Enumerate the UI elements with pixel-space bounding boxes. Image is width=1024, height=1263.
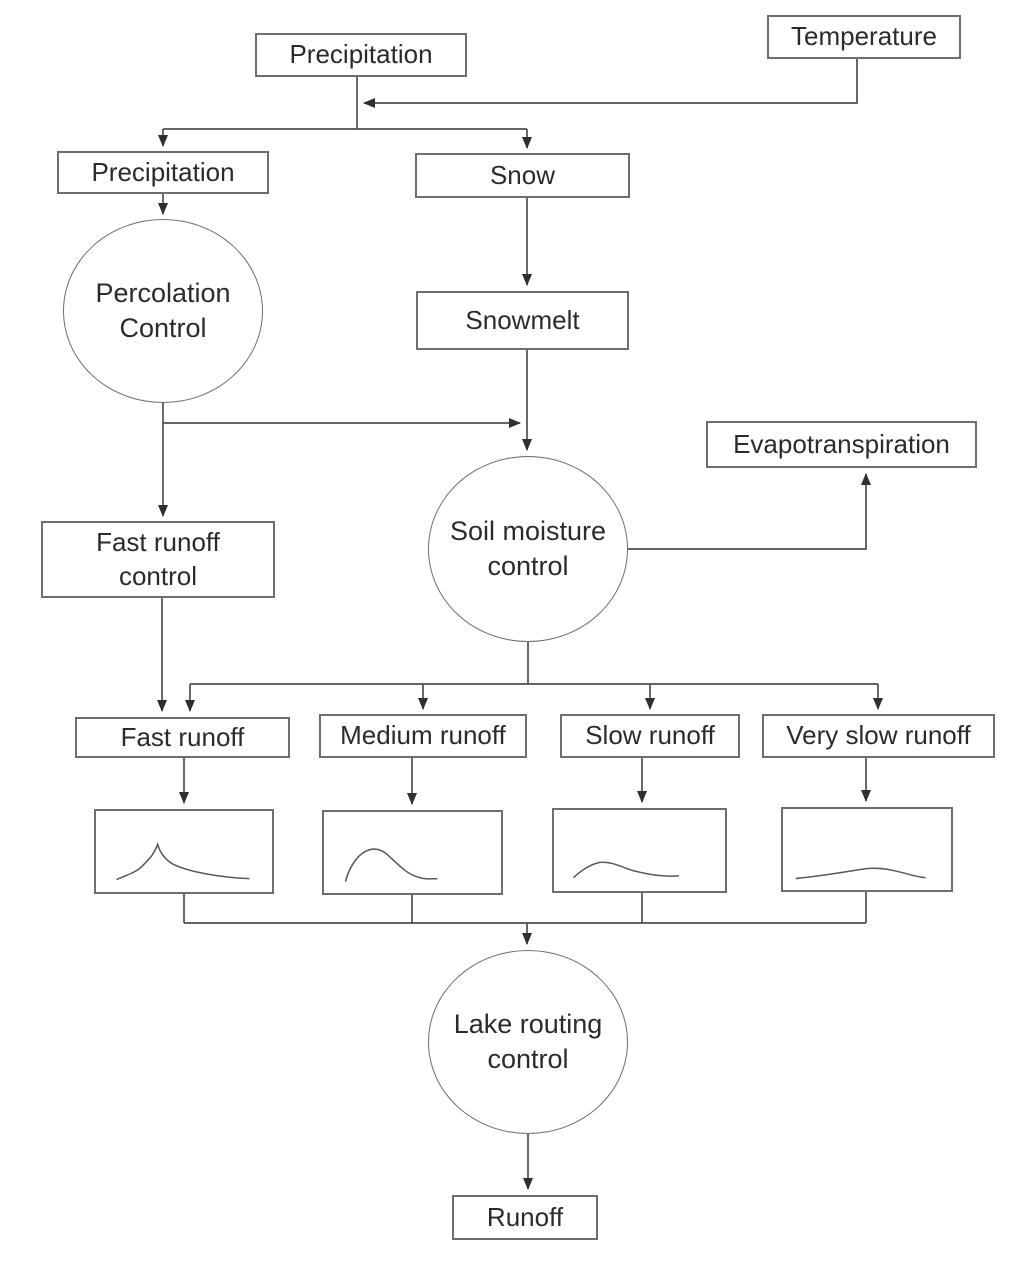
node-fast-runoff: Fast runoff: [75, 717, 290, 758]
node-precipitation-top-label: Precipitation: [289, 39, 433, 70]
hydrograph-very-slow-runoff-plot: [795, 867, 926, 880]
node-lake-routing-control-label-line1: Lake routing: [453, 1008, 603, 1039]
hydrograph-fast-runoff-plot: [116, 841, 250, 881]
node-very-slow-runoff: Very slow runoff: [762, 714, 995, 758]
node-soil-moisture-control-label-line1: Soil moisture: [449, 515, 607, 546]
connector-soil-moisture-to-evapotranspiration: [628, 473, 871, 550]
hydrograph-slow-runoff: [552, 808, 727, 893]
connector-temperature-to-precipitation-line: [363, 59, 858, 108]
hydrograph-very-slow-runoff: [781, 807, 953, 892]
node-precipitation-left: Precipitation: [57, 151, 269, 194]
hydrograph-fast-runoff-curve: [116, 841, 250, 881]
node-precipitation-top: Precipitation: [255, 33, 467, 77]
node-fast-runoff-control: Fast runoff control: [41, 521, 275, 598]
hydrograph-medium-runoff-plot: [344, 848, 438, 882]
node-soil-moisture-control: Soil moisture control: [428, 456, 628, 642]
node-snow-label: Snow: [489, 159, 556, 190]
node-slow-runoff-label: Slow runoff: [585, 720, 715, 751]
node-lake-routing-control-label-line2: control: [487, 1044, 569, 1074]
node-temperature: Temperature: [767, 15, 961, 59]
node-medium-runoff-label: Medium runoff: [340, 720, 506, 751]
node-slow-runoff: Slow runoff: [560, 714, 740, 758]
hydrograph-slow-runoff-curve: [572, 861, 680, 879]
node-temperature-label: Temperature: [791, 21, 937, 52]
node-evapotranspiration-label: Evapotranspiration: [733, 428, 950, 459]
hydrograph-slow-runoff-plot: [572, 861, 680, 879]
node-fast-runoff-control-label-line1: Fast runoff: [96, 526, 220, 557]
node-precipitation-left-label: Precipitation: [91, 156, 235, 187]
node-medium-runoff: Medium runoff: [319, 714, 527, 758]
node-snow: Snow: [415, 153, 630, 198]
node-very-slow-runoff-label: Very slow runoff: [786, 720, 971, 751]
node-percolation-control: Percolation Control: [63, 219, 263, 403]
node-fast-runoff-control-label-line2: control: [118, 560, 198, 591]
node-snowmelt-label: Snowmelt: [465, 304, 580, 335]
node-percolation-control-label-line1: Percolation: [95, 277, 231, 308]
hydrograph-medium-runoff-curve: [344, 848, 438, 882]
node-runoff-label: Runoff: [486, 1201, 564, 1232]
node-soil-moisture-control-label-line2: control: [487, 551, 569, 581]
node-percolation-control-label-line2: Control: [119, 313, 207, 343]
node-runoff: Runoff: [452, 1195, 598, 1240]
node-snowmelt: Snowmelt: [416, 291, 629, 350]
hydrograph-medium-runoff: [322, 810, 503, 895]
node-evapotranspiration: Evapotranspiration: [706, 421, 977, 468]
node-fast-runoff-label: Fast runoff: [120, 721, 245, 752]
hydrograph-fast-runoff: [94, 809, 274, 894]
node-lake-routing-control: Lake routing control: [428, 950, 628, 1134]
hydrograph-very-slow-runoff-curve: [795, 867, 926, 880]
